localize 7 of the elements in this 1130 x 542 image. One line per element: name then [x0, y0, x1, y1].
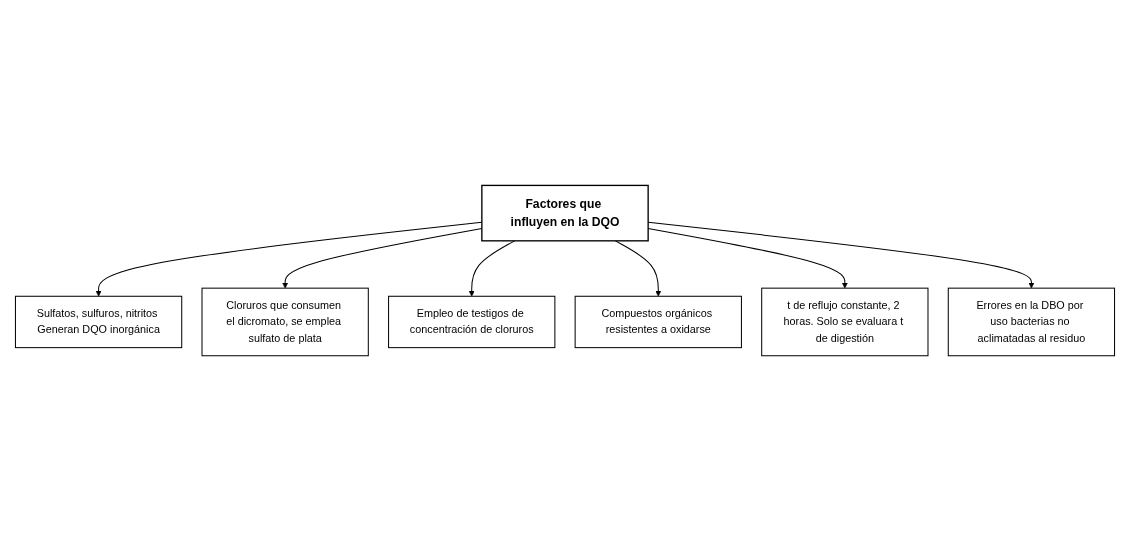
node-box: t de reflujo constante, 2 horas. Solo se evaluara t de digestión	[761, 288, 929, 357]
node-box: Empleo de testigos de concentración de cloruros	[388, 296, 556, 349]
node-box: Errores en la DBO por uso bacterias no aclimatadas al residuo	[947, 288, 1116, 357]
node-box: Factores que influyen en la DQO	[481, 185, 649, 242]
node-box: Sulfatos, sulfuros, nitritos Generan DQO inorgánica	[14, 296, 183, 349]
node-box: Compuestos orgánicos resistentes a oxidarse	[574, 296, 742, 349]
node-box: Cloruros que consumen el dicromato, se emplea sulfato de plata	[201, 288, 369, 357]
